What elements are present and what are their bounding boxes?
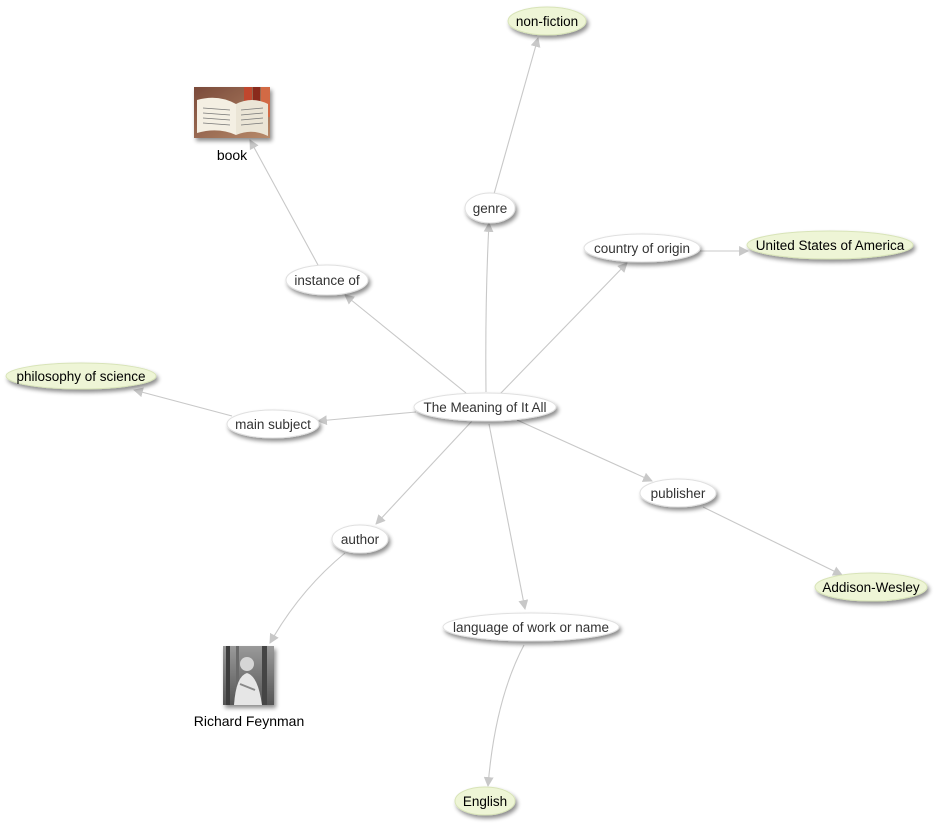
open-book-photo bbox=[194, 87, 270, 138]
edge-author-feynman bbox=[269, 552, 346, 644]
author-label: author bbox=[341, 532, 380, 547]
country-of-origin-label: country of origin bbox=[594, 241, 690, 256]
graph-edges bbox=[133, 37, 843, 787]
value-node-richard-feynman[interactable]: Richard Feynman bbox=[194, 646, 305, 729]
philosophy-of-science-label: philosophy of science bbox=[16, 369, 145, 384]
genre-label: genre bbox=[473, 201, 508, 216]
value-node-philosophy-of-science[interactable]: philosophy of science bbox=[5, 362, 157, 390]
non-fiction-label: non-fiction bbox=[516, 14, 578, 29]
main-subject-label: main subject bbox=[235, 417, 311, 432]
instance-of-label: instance of bbox=[294, 273, 360, 288]
english-label: English bbox=[463, 794, 507, 809]
property-node-publisher[interactable]: publisher bbox=[639, 478, 717, 508]
united-states-label: United States of America bbox=[756, 238, 905, 253]
edge-center-language bbox=[488, 423, 529, 610]
property-node-author[interactable]: author bbox=[331, 524, 389, 554]
value-node-english[interactable]: English bbox=[454, 786, 516, 816]
edge-center-author bbox=[375, 420, 473, 525]
property-node-language[interactable]: language of work or name bbox=[442, 612, 620, 642]
edge-center-publisher bbox=[516, 419, 653, 482]
property-node-country-of-origin[interactable]: country of origin bbox=[583, 233, 701, 263]
edge-instance-of-book bbox=[249, 139, 319, 266]
edge-center-instance-of bbox=[344, 294, 467, 394]
property-node-genre[interactable]: genre bbox=[464, 192, 516, 224]
value-node-non-fiction[interactable]: non-fiction bbox=[507, 6, 587, 36]
edge-language-english bbox=[483, 644, 525, 787]
property-node-main-subject[interactable]: main subject bbox=[226, 409, 320, 439]
edge-center-country bbox=[499, 262, 628, 395]
edge-center-main-subject bbox=[317, 411, 417, 426]
center-node-label: The Meaning of It All bbox=[423, 400, 546, 415]
value-node-united-states[interactable]: United States of America bbox=[746, 230, 914, 260]
book-label: book bbox=[217, 147, 248, 163]
author-portrait-photo bbox=[223, 646, 274, 705]
value-node-book[interactable]: book bbox=[194, 87, 270, 163]
edge-center-genre bbox=[483, 222, 494, 393]
property-node-instance-of[interactable]: instance of bbox=[285, 264, 369, 296]
addison-wesley-label: Addison-Wesley bbox=[822, 580, 920, 595]
edge-main-subject-philosophy bbox=[133, 387, 233, 417]
edge-publisher-addison bbox=[702, 506, 843, 576]
richard-feynman-label: Richard Feynman bbox=[194, 713, 305, 729]
edge-genre-non-fiction bbox=[493, 37, 541, 195]
center-node[interactable]: The Meaning of It All bbox=[413, 392, 557, 422]
publisher-label: publisher bbox=[651, 486, 706, 501]
language-label: language of work or name bbox=[453, 620, 609, 635]
value-node-addison-wesley[interactable]: Addison-Wesley bbox=[814, 572, 928, 602]
